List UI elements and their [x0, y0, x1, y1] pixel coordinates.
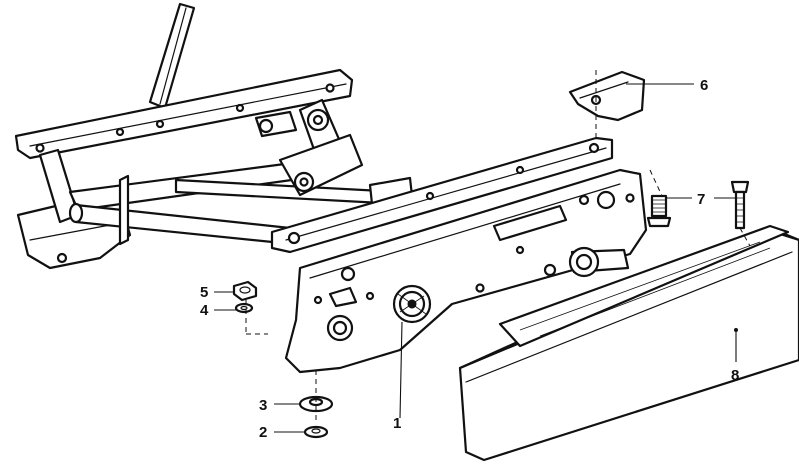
- callout-7: 7: [697, 191, 705, 208]
- side-plate: [284, 168, 648, 374]
- rocker-linkage: [254, 98, 414, 206]
- callout-5: 5: [200, 284, 208, 301]
- assembly-axes: [245, 70, 751, 424]
- bolt-part-7: [646, 194, 672, 228]
- callout-2: 2: [259, 424, 267, 441]
- adjustment-lever: [148, 2, 196, 110]
- washer-part-4: [234, 302, 254, 314]
- callout-8: 8: [731, 367, 739, 384]
- upper-left-rail: [14, 68, 354, 160]
- leader-lines: [214, 83, 738, 433]
- callout-1: 1: [393, 415, 401, 432]
- callout-6: 6: [700, 77, 708, 94]
- release-knob: [568, 246, 630, 278]
- callout-4: 4: [200, 302, 209, 319]
- nut-part-5: [232, 280, 258, 302]
- washer-part-2: [303, 425, 329, 439]
- callout-labels: 1 2 3 4 5 6 7 8: [200, 77, 739, 441]
- bracket-part-6: [568, 70, 646, 122]
- trim-cover-part-8: [458, 224, 799, 462]
- adjuster-knob: [392, 284, 432, 324]
- bolt-part-7-loose: [730, 180, 750, 230]
- callout-3: 3: [259, 397, 267, 414]
